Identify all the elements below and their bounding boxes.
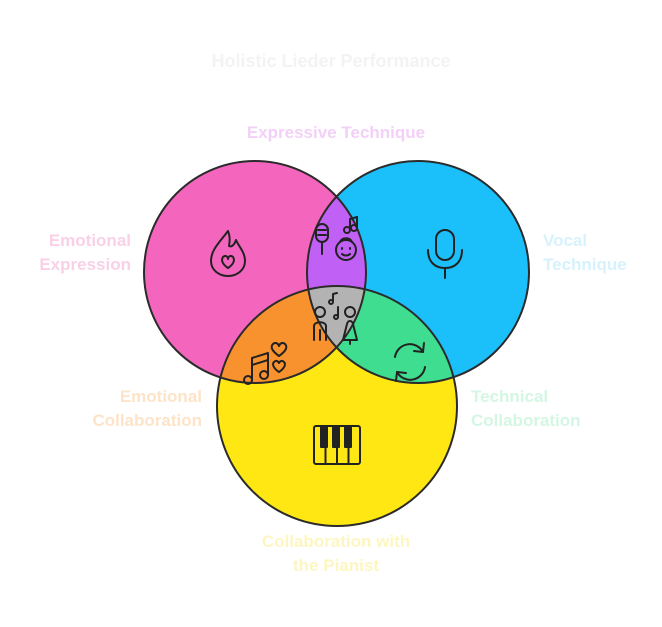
label-emotional-collaboration-line1: Emotional: [119, 387, 202, 406]
cycle-arrows-icon: [394, 342, 426, 382]
piano-keys-icon: [313, 425, 361, 465]
overlap-technical-collaboration: [307, 286, 457, 383]
label-emotional-collaboration-line2: Collaboration: [92, 411, 202, 430]
label-technical-collaboration-line2: Collaboration: [471, 411, 581, 430]
label-collaboration-pianist-line2: the Pianist: [293, 556, 379, 575]
label-collaboration-pianist-line1: Collaboration with: [261, 532, 411, 551]
flame-heart-icon: [210, 230, 246, 277]
microphone-icon: [427, 229, 463, 279]
label-emotional-expression-line1: Emotional: [48, 231, 131, 250]
label-emotional-expression-line2: Expression: [39, 255, 131, 274]
diagram-title: Holistic Lieder Performance: [211, 51, 451, 71]
label-technical-collaboration: Technical Collaboration: [471, 385, 641, 433]
music-notes-hearts-icon: [243, 341, 288, 385]
label-emotional-collaboration: Emotional Collaboration: [40, 385, 202, 433]
label-vocal-technique-line1: Vocal: [543, 231, 588, 250]
overlap-emotional-collaboration: [217, 286, 366, 383]
performers-duet-icon: [313, 292, 358, 345]
label-expressive-technique: Expressive Technique: [246, 123, 426, 142]
label-collaboration-pianist: Collaboration with the Pianist: [186, 530, 486, 578]
label-vocal-technique-line2: Technique: [543, 255, 627, 274]
singer-microphone-icon: [315, 216, 358, 261]
label-technical-collaboration-line1: Technical: [471, 387, 549, 406]
label-emotional-expression: Emotional Expression: [10, 229, 131, 277]
label-vocal-technique: Vocal Technique: [543, 229, 658, 277]
